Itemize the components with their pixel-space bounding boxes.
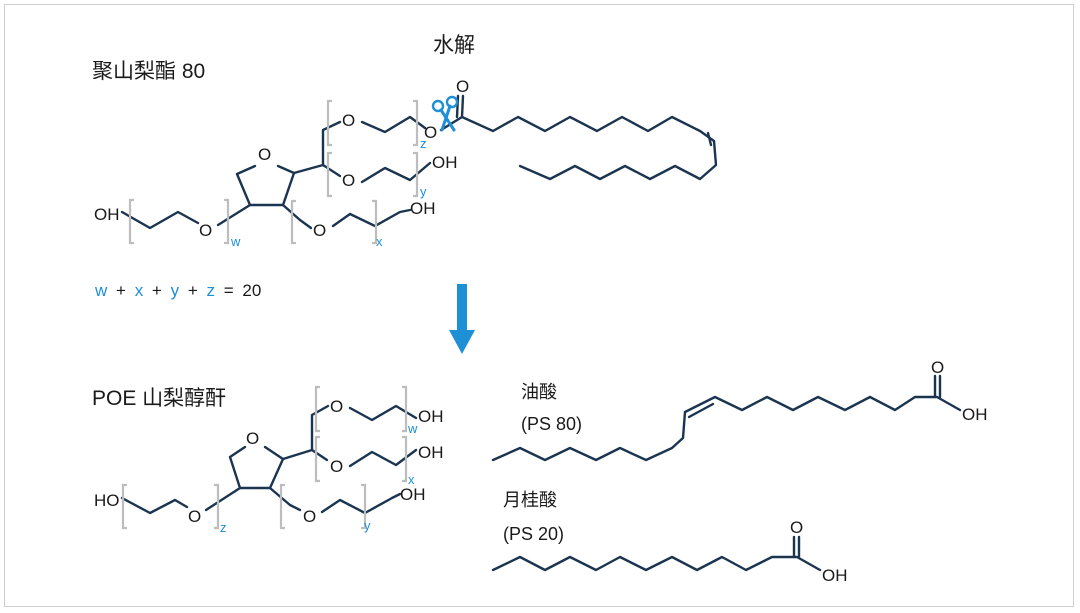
oh-y-bottom: OH [400,485,426,504]
chain-w-top [120,210,200,230]
bracket-y-close-bottom [361,483,367,530]
bond-ring-w-top [216,203,252,227]
bracket-z-open-bottom [121,483,127,530]
bracket-w-close-bottom [402,385,408,433]
chain-z-top [360,115,427,134]
bracket-y-open-bottom [279,483,285,530]
oh-x-bottom: OH [418,443,444,462]
oh-w-bottom: OH [418,407,444,426]
subscript-w-top: w [230,234,241,249]
formula-x: x [135,281,144,300]
subscript-w-bottom: w [407,421,418,436]
bond-ring-x-top [281,203,313,230]
lauric-acid-ps: (PS 20) [503,524,564,544]
sum-formula: w + x + y + z = 20 [94,281,261,300]
ring-oxygen-bottom: O [246,429,259,448]
oxygen-x-bottom: O [330,457,343,476]
bracket-z-close-bottom [214,483,220,530]
oxygen-z-top: O [342,111,355,130]
bond-y-start-top [321,163,342,178]
oleate-cis-double-bond [706,131,713,147]
carbonyl-double-bond-b [455,94,460,119]
chain-x-top [331,208,412,228]
bracket-w-close-top [224,198,230,245]
oxygen-y-top: O [342,171,355,190]
scissors-icon [431,95,459,132]
chain-y-top [360,161,432,184]
lauric-acid-name: 月桂酸 [503,490,557,510]
lauric-hydroxyl: OH [822,566,848,585]
ester-oxygen-top: O [424,123,437,142]
subscript-z-bottom: z [220,520,227,535]
arrow-down-icon [449,284,475,354]
bracket-z-open-top [326,99,332,147]
hydrolysis-label: 水解 [433,34,475,57]
oleic-acid-chain [491,395,962,462]
subscript-y-top: y [420,184,427,199]
formula-w: w [94,281,108,300]
bracket-x-close-bottom [402,435,408,483]
bracket-w-open-bottom [314,385,320,433]
subscript-x-bottom: x [408,472,415,487]
oxygen-z-bottom: O [188,507,201,526]
oleic-acid-name: 油酸 [521,382,557,402]
bracket-y-close-top [413,151,419,198]
bracket-w-open-top [128,198,134,245]
formula-z: z [207,281,216,300]
ho-left-bottom: HO [94,491,120,510]
formula-plus-3: + [188,281,198,300]
carbonyl-oxygen-top: O [456,77,469,96]
oleic-acid-ps: (PS 80) [521,414,582,434]
carbonyl-double-bond-a [460,94,465,119]
figure-frame [4,4,1074,607]
oxygen-w-bottom: O [330,397,343,416]
oxygen-x-top: O [313,221,326,240]
polysorbate-80-title: 聚山梨酯 80 [92,60,205,83]
subscript-z-top: z [420,136,427,151]
formula-equals: = [224,281,234,300]
oh-y-top: OH [432,153,458,172]
oxygen-w-top: O [199,221,212,240]
bond-w-start-bottom [310,404,330,452]
bracket-x-close-top [372,199,378,245]
bracket-x-open-bottom [314,435,320,483]
bond-ring-sidechain-bottom [281,448,314,461]
bond-ring-sidechain-top [292,163,325,175]
oleic-cis-double-bond [687,402,715,419]
chain-y-bottom [320,492,402,515]
formula-y: y [171,281,180,300]
formula-plus-2: + [152,281,162,300]
lauric-acid-chain [491,555,822,572]
formula-total: 20 [242,281,261,300]
bracket-x-open-top [290,199,296,245]
oleic-hydroxyl: OH [962,405,988,424]
oh-x-top: OH [410,199,436,218]
oxygen-y-bottom: O [303,507,316,526]
chain-z-bottom [120,496,189,515]
bond-ring-z-bottom [204,486,242,512]
ring-oxygen-top: O [258,145,271,164]
formula-plus-1: + [116,281,126,300]
oleate-tail-top [460,115,718,181]
poe-sorbitan-title: POE 山梨醇酐 [92,387,226,410]
oh-left-top: OH [94,205,120,224]
bond-ring-y-bottom [268,486,302,512]
bond-z-start-top [321,120,342,167]
oleic-carbonyl-oxygen: O [931,358,944,377]
subscript-y-bottom: y [364,518,371,533]
sorbitan-ring-bottom [228,445,285,490]
subscript-x-top: x [376,234,383,249]
lauric-carbonyl-oxygen: O [790,518,803,537]
bracket-y-open-top [326,151,332,198]
bracket-z-close-top [413,99,419,147]
bond-x-start-bottom [310,448,329,462]
sorbitan-ring-top [235,164,296,207]
